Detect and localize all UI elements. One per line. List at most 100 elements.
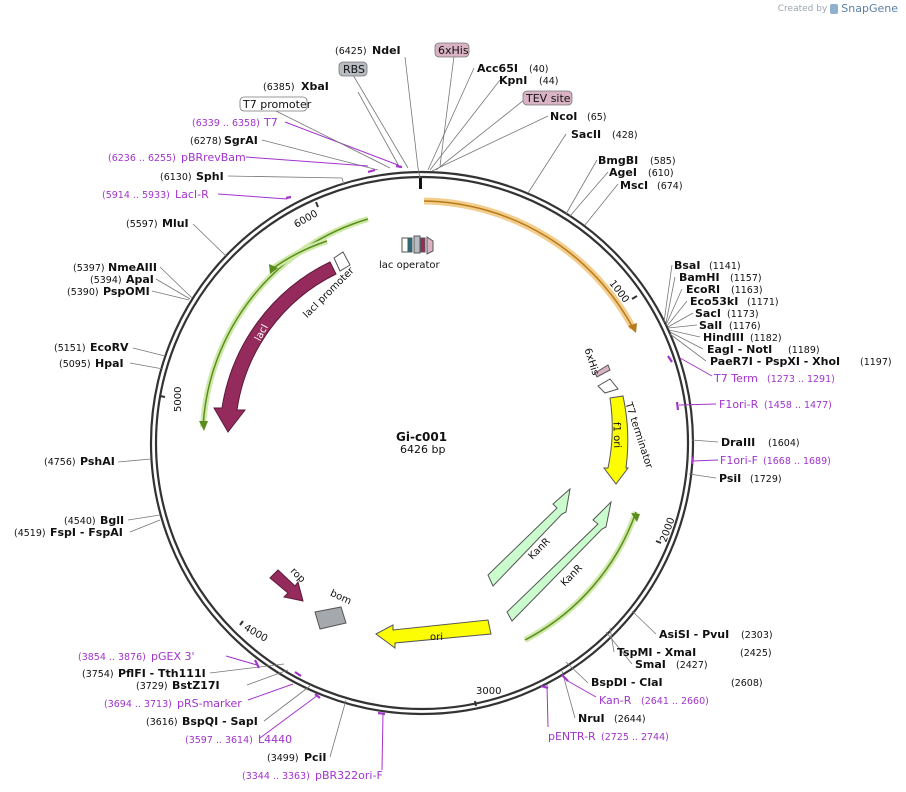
enzyme-pos: (2427) <box>676 660 708 671</box>
primer-range: (3344 .. 3363) <box>242 771 310 782</box>
watermark: Created by SnapGene <box>778 2 898 15</box>
enzyme-pos: (1604) <box>768 438 800 449</box>
f1-ori-feature <box>603 395 629 485</box>
watermark-prefix: Created by <box>777 3 828 14</box>
primer-range: (3854 .. 3876) <box>78 652 146 663</box>
enzyme-pos: (5397) <box>73 263 105 274</box>
primer-name: T7 <box>263 116 278 129</box>
t7-terminator-shape <box>597 378 619 394</box>
tick-5000: 5000 <box>173 387 184 412</box>
enzyme-pos: (1141) <box>709 261 741 272</box>
primer-name: F1ori-R <box>719 398 759 411</box>
enzyme-pos: (3729) <box>136 681 168 692</box>
enzyme-name: ApaI <box>126 273 154 286</box>
enzyme-pos: (1171) <box>747 297 779 308</box>
primer-name: pGEX 3' <box>151 650 195 663</box>
enzyme-name: SacII <box>571 128 601 141</box>
enzyme-pos: (1729) <box>750 474 782 485</box>
enzyme-name: BmgBI <box>598 154 638 167</box>
enzyme-name: BamHI <box>679 271 720 284</box>
enzyme-name: Eco53kI <box>690 295 738 308</box>
green-arc-2 <box>524 511 637 641</box>
lacI-promoter-arc-glow <box>270 238 328 272</box>
backbone-outer <box>149 170 695 716</box>
his-tag-shape <box>594 364 611 378</box>
tick-mark-3000 <box>474 700 477 707</box>
primer-name: Kan-R <box>599 694 632 707</box>
enzyme-name: KpnI <box>499 74 527 87</box>
primer-range: (5914 .. 5933) <box>102 190 170 201</box>
enzyme-name: EcoRI <box>686 283 720 296</box>
kanr-feature-1 <box>487 487 571 587</box>
box-6xhis-label: 6xHis <box>438 44 469 57</box>
enzyme-pos: (4540) <box>64 516 96 527</box>
tick-mark-6000 <box>315 201 319 208</box>
enzyme-name: NcoI <box>550 110 577 123</box>
enzyme-pos: (1189) <box>788 345 820 356</box>
enzyme-name: XbaI <box>301 80 329 93</box>
enzyme-pos: (5390) <box>67 287 99 298</box>
enzyme-name: BspDI - ClaI <box>591 676 663 689</box>
boxed-features: 6xHis RBS T7 promoter TEV site <box>239 42 573 171</box>
enzyme-name: PshAI <box>80 455 115 468</box>
enzyme-name: SacI <box>695 307 721 320</box>
enzyme-name: PciI <box>304 751 326 764</box>
kanr-feature-2 <box>506 500 612 622</box>
enzyme-name: BspQI - SapI <box>182 715 258 728</box>
rop-feature <box>269 569 304 602</box>
enzyme-pos: (3499) <box>267 753 299 764</box>
enzyme-name: AgeI <box>609 166 637 179</box>
enzyme-name: BstZ17I <box>172 679 220 692</box>
tick-mark-2000 <box>655 540 662 544</box>
enzyme-name: TspMI - XmaI <box>617 646 696 659</box>
primer-range: (2725 .. 2744) <box>601 732 669 743</box>
enzyme-pos: (1182) <box>750 333 782 344</box>
enzyme-name: PaeR7I - PspXI - XhoI <box>710 355 840 368</box>
laci-promoter-shape <box>333 251 351 272</box>
origin-marker <box>419 178 422 189</box>
enzyme-pos: (5151) <box>54 343 86 354</box>
primer-leaders <box>217 121 719 771</box>
enzyme-name: EcoRV <box>90 341 129 354</box>
enzyme-name: MluI <box>162 217 189 230</box>
enzyme-name: AsiSI - PvuI <box>659 628 729 641</box>
laci-feature <box>213 261 337 433</box>
enzyme-name: SalI <box>699 319 722 332</box>
enzyme-pos: (5095) <box>59 359 91 370</box>
f1-ori-label: f1 ori <box>610 422 622 448</box>
enzyme-name: MscI <box>620 179 648 192</box>
enzyme-pos: (4756) <box>44 457 76 468</box>
enzyme-pos: (428) <box>612 130 638 141</box>
lac-operator-glyphs <box>401 235 434 255</box>
enzyme-pos: (2303) <box>741 630 773 641</box>
backbone-inner <box>154 175 690 711</box>
box-t7-promoter <box>239 96 308 112</box>
primer-range: (2641 .. 2660) <box>641 696 709 707</box>
box-6xhis <box>434 42 470 58</box>
enzyme-pos: (6130) <box>160 172 192 183</box>
primer-range: (6236 .. 6255) <box>108 153 176 164</box>
enzyme-pos: (3754) <box>82 669 114 680</box>
enzyme-name: Acc65I <box>477 62 518 75</box>
enzyme-pos: (2644) <box>614 714 646 725</box>
laci-green-head <box>199 421 208 431</box>
enzyme-name: SmaI <box>635 658 666 671</box>
lac-operator-label: lac operator <box>379 260 440 271</box>
enzyme-pos: (2425) <box>740 648 772 659</box>
enzyme-pos: (1157) <box>730 273 762 284</box>
enzyme-pos: (2608) <box>731 678 763 689</box>
box-tev-site <box>522 90 573 106</box>
enzyme-pos: (65) <box>587 112 607 123</box>
enzyme-name: SgrAI <box>224 134 258 147</box>
enzyme-pos: (6385) <box>263 82 295 93</box>
his-tag-label: 6xHis <box>582 347 601 377</box>
enzyme-pos: (585) <box>650 156 676 167</box>
enzyme-pos: (5394) <box>90 275 122 286</box>
enzymes-left: (6425) NdeI (6385) XbaI (6278) SgrAI (61… <box>14 44 401 764</box>
enzyme-pos: (6278) <box>190 136 222 147</box>
primers: (6339 .. 6358) T7 (6236 .. 6255) pBRrevB… <box>78 116 835 782</box>
enzyme-name: NruI <box>578 712 605 725</box>
enzyme-pos: (1197) <box>860 357 892 368</box>
enzyme-name: BglI <box>100 514 124 527</box>
